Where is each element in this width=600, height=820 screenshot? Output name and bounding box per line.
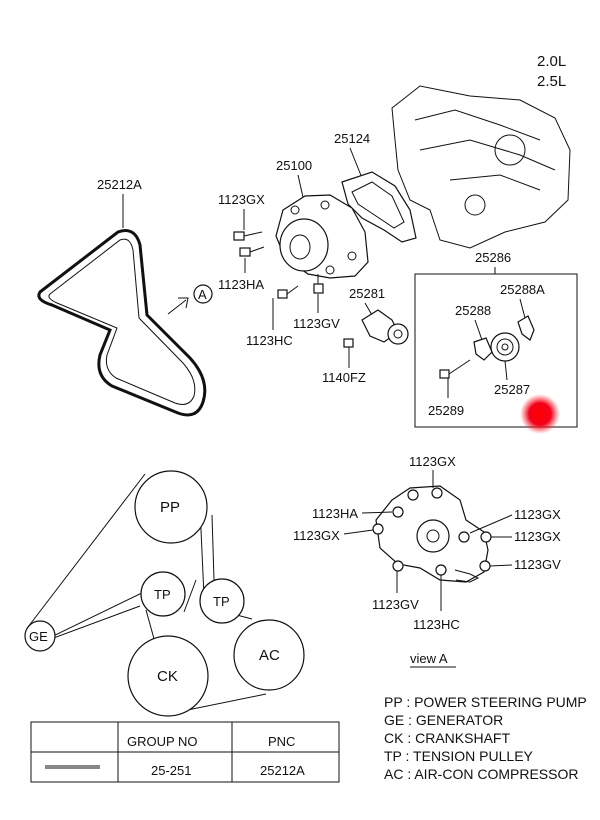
bracket-25288a <box>517 315 535 341</box>
pulley-tp-1 <box>140 571 186 617</box>
label-pulley-assy: 25286 <box>475 250 511 265</box>
pulley-assembly-box <box>414 273 578 428</box>
pulley-ge-label: GE <box>29 629 48 644</box>
water-pump <box>275 194 369 279</box>
pulley-ge <box>24 620 56 652</box>
pulley-pp <box>134 470 208 544</box>
leader-bracket-b <box>474 319 483 341</box>
pulley-pp-label: PP <box>160 499 180 516</box>
view-a-label-gx-right2: 1123GX <box>514 529 561 544</box>
label-bolt-gv: 1123GV <box>293 316 340 331</box>
engine-label-1: 2.0L <box>537 53 566 70</box>
legend-item: AC : AIR-CON COMPRESSOR <box>384 766 578 782</box>
label-pulley-bolt: 25289 <box>428 403 464 418</box>
belt-routing-diagram <box>24 470 305 717</box>
pulley-tp-2 <box>199 578 245 624</box>
pulley-ck-label: CK <box>157 668 178 685</box>
view-a-label-gx-left: 1123GX <box>293 528 340 543</box>
label-water-pump: 25100 <box>276 158 312 173</box>
table-cell-group-no: 25-251 <box>151 763 191 778</box>
label-pulley: 25287 <box>494 382 530 397</box>
view-a-marker-text: A <box>198 287 207 302</box>
pulley-25287 <box>490 332 520 362</box>
view-a-label-gv-right: 1123GV <box>514 557 561 572</box>
engine-block <box>391 85 571 249</box>
view-a-marker <box>193 284 213 304</box>
arrow-to-view-a <box>167 297 189 315</box>
belt-25212A <box>37 229 207 417</box>
label-bolt-hc: 1123HC <box>246 333 293 348</box>
part-table <box>30 721 340 783</box>
red-marker-dot <box>520 394 560 434</box>
legend-item: GE : GENERATOR <box>384 712 503 728</box>
bolt-1123gv <box>313 274 324 294</box>
label-bolt-gx: 1123GX <box>218 192 265 207</box>
view-a-label-gx-right1: 1123GX <box>514 507 561 522</box>
leader-pulley <box>504 360 508 381</box>
bolt-1123ha <box>239 246 265 257</box>
table-header-group-no: GROUP NO <box>127 734 198 749</box>
label-bracket-a: 25288A <box>500 282 545 297</box>
tensioner <box>361 309 409 345</box>
table-header-pnc: PNC <box>268 734 295 749</box>
leader-tensioner <box>364 302 373 316</box>
label-gasket: 25124 <box>334 131 370 146</box>
label-belt: 25212A <box>97 177 142 192</box>
legend-item: PP : POWER STEERING PUMP <box>384 694 587 710</box>
legend-item: TP : TENSION PULLEY <box>384 748 534 764</box>
pulley-ac <box>233 619 305 691</box>
pulley-ck <box>127 635 209 717</box>
pulley-tp-2-label: TP <box>213 594 230 609</box>
leader-gasket <box>349 147 363 179</box>
label-tensioner: 25281 <box>349 286 385 301</box>
view-a-label-hc: 1123HC <box>413 617 460 632</box>
bracket-25288 <box>473 337 493 361</box>
label-tensioner-bolt: 1140FZ <box>322 370 366 385</box>
engine-label-2: 2.5L <box>537 73 566 90</box>
view-a-label-gv-bottom: 1123GV <box>372 597 419 612</box>
legend-item: CK : CRANKSHAFT <box>384 730 510 746</box>
leader-view-a-gx-right1 <box>469 514 513 534</box>
table-cell-pnc: 25212A <box>260 763 305 778</box>
view-a-pump <box>372 485 492 583</box>
gasket <box>341 171 417 243</box>
legend: PP : POWER STEERING PUMP GE : GENERATOR … <box>384 694 587 782</box>
leader-bracket-a <box>519 298 526 319</box>
leader-view-a-gx-left <box>343 529 374 535</box>
bolt-1123hc <box>277 285 299 299</box>
label-bolt-ha: 1123HA <box>218 277 264 292</box>
bolt-25289 <box>439 359 471 379</box>
label-bracket-b: 25288 <box>455 303 491 318</box>
bolt-1123gx <box>233 231 263 241</box>
pulley-tp-1-label: TP <box>154 587 171 602</box>
view-a-title: view A <box>410 651 448 666</box>
leader-view-a-ha <box>361 511 393 514</box>
leader-view-a-gv-right <box>489 564 513 567</box>
view-a-label-ha: 1123HA <box>312 506 358 521</box>
bolt-1140fz <box>343 338 354 358</box>
view-a-label-gx-top: 1123GX <box>409 454 456 469</box>
pulley-ac-label: AC <box>259 647 280 664</box>
